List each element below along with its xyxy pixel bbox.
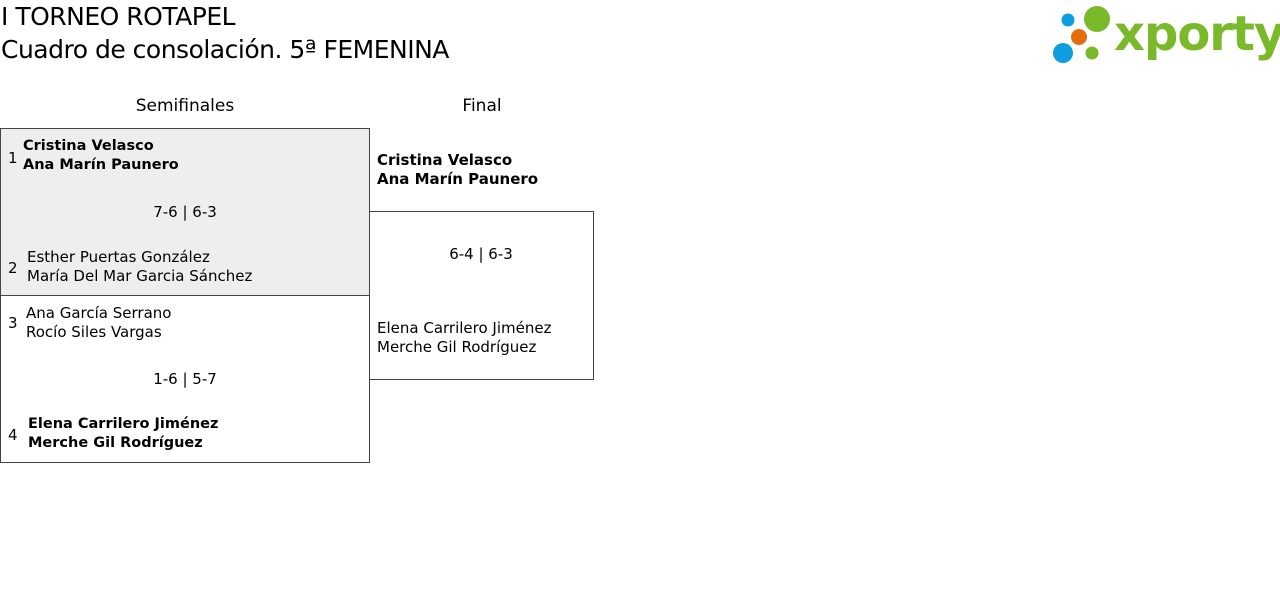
semifinal-match-1[interactable]: 1 Cristina Velasco Ana Marín Paunero 7-6… bbox=[0, 128, 370, 296]
player-name: Elena Carrilero Jiménez bbox=[377, 319, 552, 337]
match-score: 6-4 | 6-3 bbox=[449, 245, 513, 263]
player-name: Rocío Siles Vargas bbox=[26, 323, 162, 341]
player-name: María Del Mar Garcia Sánchez bbox=[27, 267, 253, 285]
player-name: Ana García Serrano bbox=[26, 304, 172, 322]
player-name: Cristina Velasco bbox=[23, 138, 154, 154]
round-header-final: Final bbox=[462, 96, 502, 116]
player-name: Merche Gil Rodríguez bbox=[28, 435, 203, 451]
seed-number: 1 bbox=[8, 149, 18, 167]
player-name: Ana Marín Paunero bbox=[23, 157, 179, 173]
semifinal-match-2[interactable]: 3 Ana García Serrano Rocío Siles Vargas … bbox=[0, 295, 370, 463]
final-team: Elena Carrilero Jiménez Merche Gil Rodrí… bbox=[377, 319, 551, 357]
seed-number: 3 bbox=[8, 314, 18, 332]
match-score: 1-6 | 5-7 bbox=[153, 370, 217, 388]
logo-dots-icon bbox=[1053, 6, 1110, 63]
final-team-winner: Cristina Velasco Ana Marín Paunero bbox=[377, 151, 538, 189]
seed-number: 4 bbox=[8, 426, 18, 444]
player-name: Merche Gil Rodríguez bbox=[377, 338, 537, 356]
xporty-logo[interactable]: xporty bbox=[1052, 4, 1280, 66]
team: Ana García Serrano Rocío Siles Vargas bbox=[26, 304, 171, 342]
team: Esther Puertas González María Del Mar Ga… bbox=[27, 248, 252, 286]
final-match[interactable]: 6-4 | 6-3 bbox=[369, 211, 594, 380]
player-name: Cristina Velasco bbox=[377, 151, 513, 169]
bracket-subtitle: Cuadro de consolación. 5ª FEMENINA bbox=[1, 35, 449, 64]
team-winner: Cristina Velasco Ana Marín Paunero bbox=[23, 137, 179, 175]
logo-text: xporty bbox=[1114, 6, 1280, 62]
seed-number: 2 bbox=[8, 259, 18, 277]
match-score: 7-6 | 6-3 bbox=[153, 203, 217, 221]
team-winner: Elena Carrilero Jiménez Merche Gil Rodrí… bbox=[28, 415, 218, 453]
round-header-semifinales: Semifinales bbox=[135, 96, 235, 116]
player-name: Esther Puertas González bbox=[27, 248, 210, 266]
player-name: Elena Carrilero Jiménez bbox=[28, 416, 219, 432]
player-name: Ana Marín Paunero bbox=[377, 170, 539, 188]
tournament-title: I TORNEO ROTAPEL bbox=[1, 2, 236, 31]
